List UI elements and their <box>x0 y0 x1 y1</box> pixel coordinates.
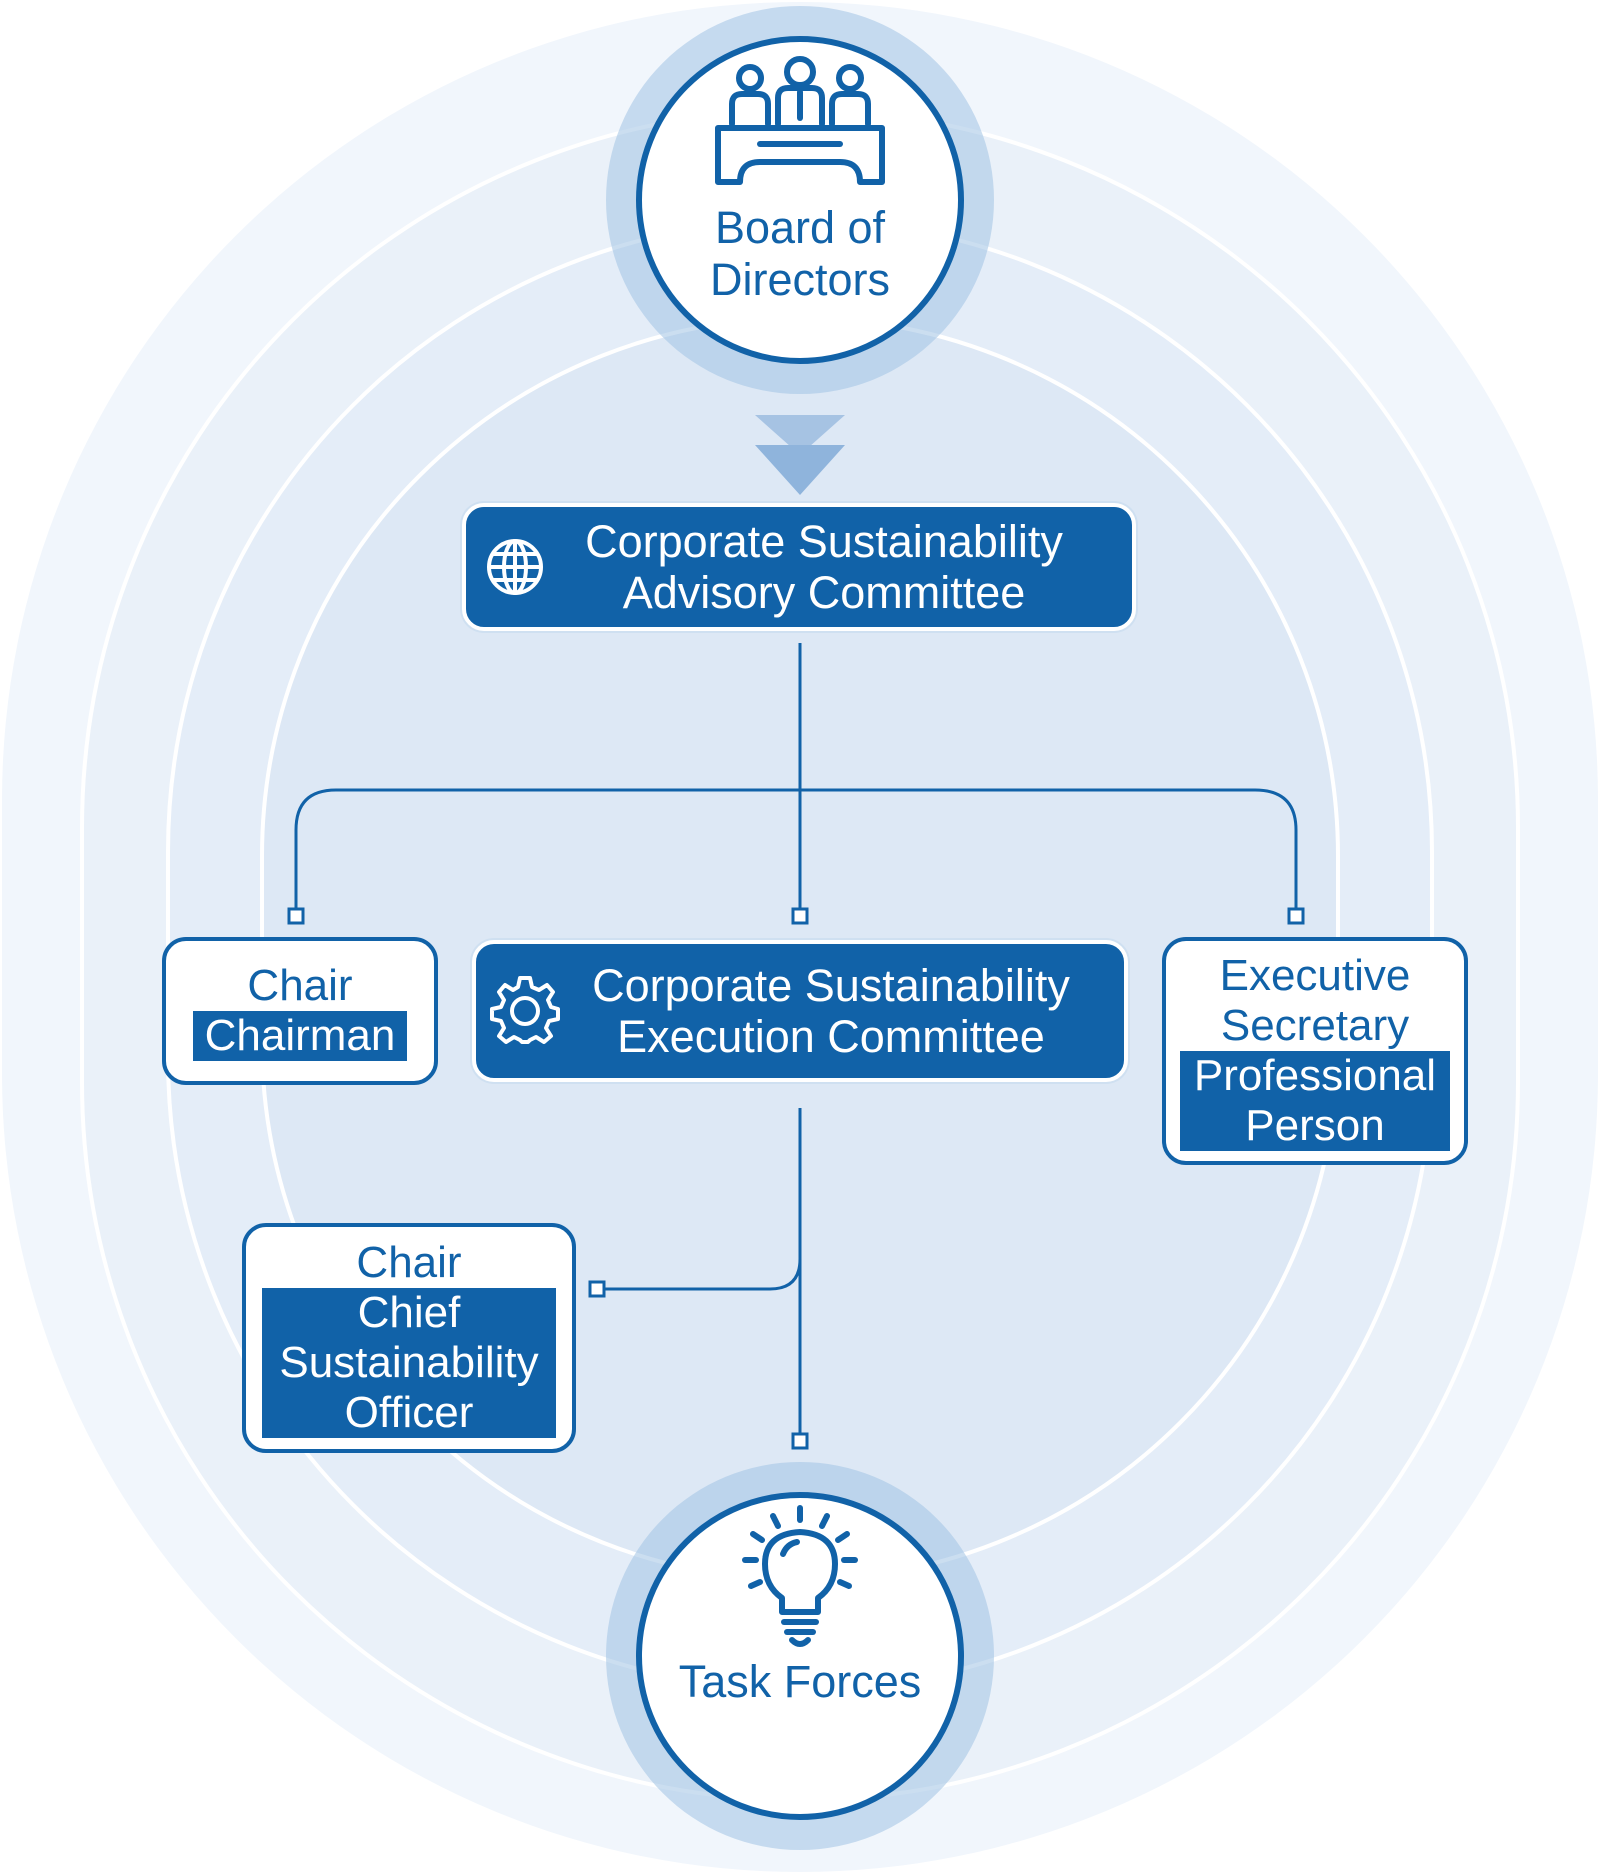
execution-chair-box: Chair Chief Sustainability Officer <box>242 1223 576 1453</box>
executive-secretary-value: Professional Person <box>1180 1051 1450 1151</box>
executive-secretary-role-line2: Secretary <box>1220 1001 1410 1050</box>
advisory-chair-box: Chair Chairman <box>162 937 438 1085</box>
advisory-chair-value: Chairman <box>192 1011 408 1061</box>
advisory-committee-node: Corporate Sustainability Advisory Commit… <box>462 503 1136 631</box>
executive-secretary-role-line1: Executive <box>1219 951 1411 1000</box>
execution-chair-value-line1: Chief <box>357 1288 461 1337</box>
execution-label-line2: Execution Committee <box>617 1011 1045 1062</box>
executive-secretary-value-line1: Professional <box>1193 1051 1437 1100</box>
advisory-chair-role: Chair <box>247 961 353 1010</box>
gear-icon <box>490 976 560 1044</box>
board-label-line2: Directors <box>709 254 891 305</box>
advisory-label-line1: Corporate Sustainability <box>585 516 1063 567</box>
boardroom-meeting-icon <box>715 56 885 185</box>
connector-terminals <box>287 907 1305 1450</box>
task-forces-label: Task Forces <box>678 1656 922 1707</box>
connector-lines <box>294 643 1298 1433</box>
board-of-directors-node: Board of Directors <box>636 36 964 364</box>
down-arrow-icon <box>755 415 845 495</box>
executive-secretary-box: Executive Secretary Professional Person <box>1162 937 1468 1165</box>
globe-icon <box>487 539 543 595</box>
execution-committee-node: Corporate Sustainability Execution Commi… <box>472 940 1128 1082</box>
board-label-line1: Board of <box>714 202 886 253</box>
execution-chair-value-line3: Officer <box>344 1388 474 1437</box>
advisory-label-line2: Advisory Committee <box>622 567 1026 618</box>
task-forces-node: Task Forces <box>636 1492 964 1820</box>
lightbulb-icon <box>742 1505 858 1647</box>
executive-secretary-value-line2: Person <box>1245 1101 1385 1150</box>
execution-label-line1: Corporate Sustainability <box>592 960 1070 1011</box>
execution-chair-role: Chair <box>356 1238 462 1287</box>
execution-chair-value: Chief Sustainability Officer <box>262 1288 556 1438</box>
execution-chair-value-line2: Sustainability <box>279 1338 539 1387</box>
